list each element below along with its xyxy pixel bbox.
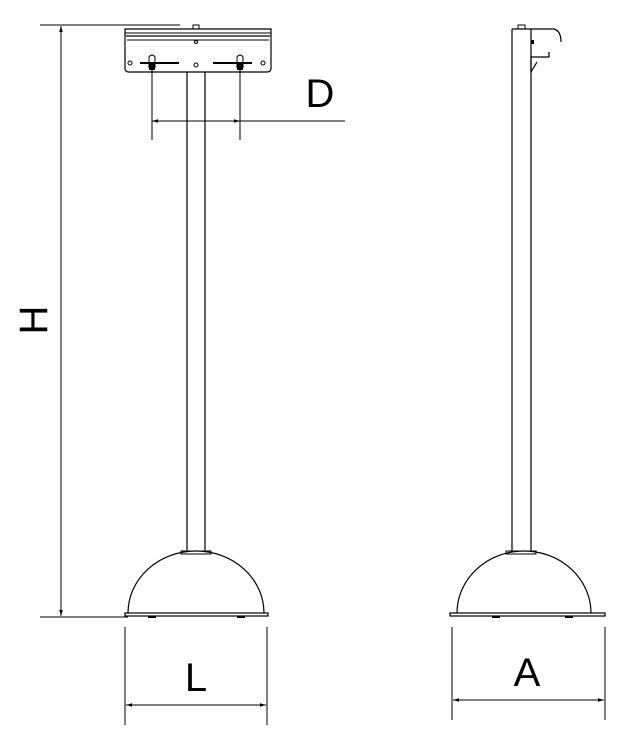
dimension-label-a: A bbox=[514, 651, 541, 695]
hook-bracket bbox=[531, 28, 562, 43]
dimension-label-h: H bbox=[12, 306, 56, 335]
mounting-bracket bbox=[124, 24, 272, 73]
pole bbox=[180, 72, 212, 555]
dimension-a: A bbox=[451, 627, 606, 720]
dimension-h: H bbox=[12, 24, 180, 618]
dome-base bbox=[124, 550, 269, 618]
dimension-d: D bbox=[151, 70, 345, 140]
front-view bbox=[124, 24, 272, 618]
dimension-label-l: L bbox=[185, 656, 207, 700]
dimension-l: L bbox=[124, 627, 268, 725]
dimension-label-d: D bbox=[306, 72, 335, 116]
side-view bbox=[449, 24, 606, 618]
